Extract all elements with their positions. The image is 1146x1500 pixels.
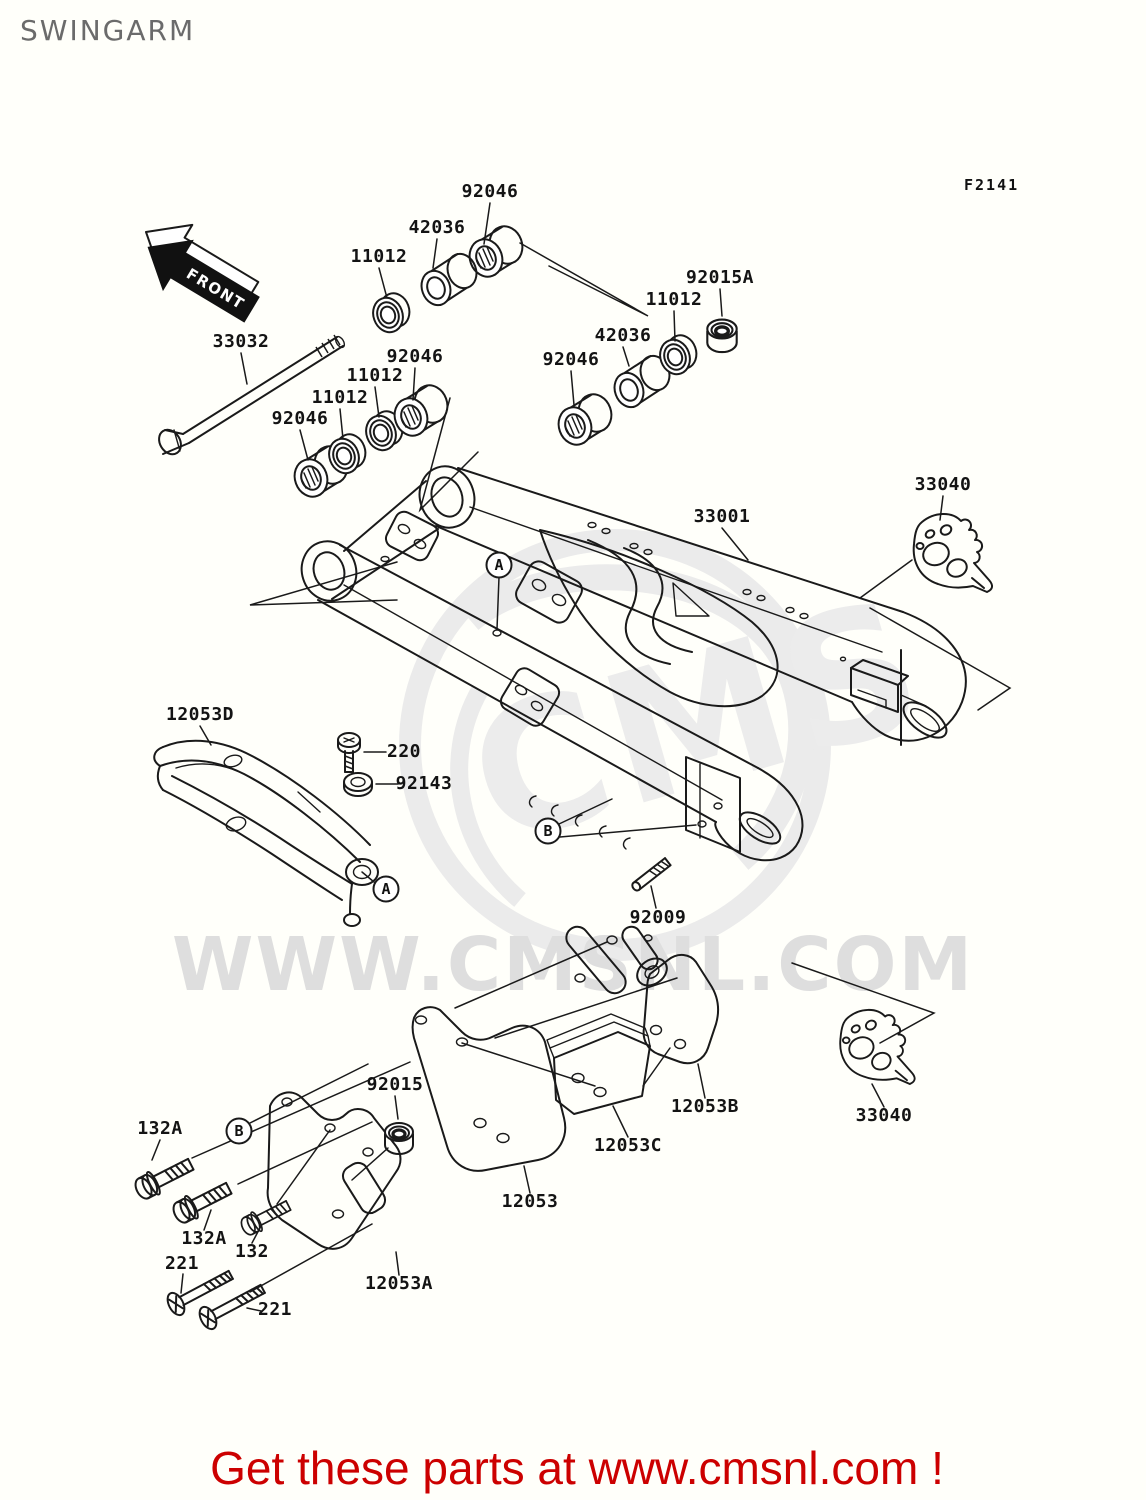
part-label-221[interactable]: 221 — [165, 1253, 199, 1274]
part-label-33040[interactable]: 33040 — [915, 474, 972, 495]
part-label-132[interactable]: 132 — [235, 1241, 269, 1262]
part-label-11012[interactable]: 11012 — [347, 365, 404, 386]
part-label-12053C[interactable]: 12053C — [594, 1135, 662, 1156]
watermark-logo-text: CMS — [449, 559, 948, 886]
part-rubber-pad-12053C — [546, 1013, 651, 1115]
part-label-92046[interactable]: 92046 — [387, 346, 444, 367]
leader-lines — [151, 202, 1012, 1312]
front-direction-arrow: FRONT — [145, 223, 260, 323]
svg-text:B: B — [543, 822, 552, 840]
part-label-92015[interactable]: 92015 — [367, 1074, 424, 1095]
part-label-221[interactable]: 221 — [258, 1299, 292, 1320]
part-label-11012[interactable]: 11012 — [312, 387, 369, 408]
part-chain-slider-12053D — [153, 739, 379, 927]
part-seal-11012-top — [367, 288, 415, 338]
part-number-labels: 9204642036110123303292015A11012420369204… — [137, 181, 971, 1320]
part-bolt-132A-2 — [168, 1176, 236, 1228]
part-label-42036[interactable]: 42036 — [595, 325, 652, 346]
part-label-11012[interactable]: 11012 — [646, 289, 703, 310]
part-adjuster-33040-lower — [839, 1008, 916, 1085]
part-guard-plate-12053A — [266, 1091, 402, 1250]
callout-markers: A B A B — [225, 551, 562, 1145]
footer-cmsnl-link[interactable]: Get these parts at www.cmsnl.com ! — [210, 1442, 944, 1494]
part-label-92143[interactable]: 92143 — [396, 773, 453, 794]
part-screw-220 — [337, 732, 361, 773]
part-bearing-92046-left2 — [388, 379, 454, 442]
part-label-12053B[interactable]: 12053B — [671, 1096, 739, 1117]
part-collar-42036-top — [415, 248, 483, 311]
part-bolt-132 — [237, 1195, 295, 1239]
callout-B: B — [225, 1117, 253, 1145]
part-label-12053[interactable]: 12053 — [502, 1191, 559, 1212]
callout-A: A — [485, 551, 513, 579]
part-label-33001[interactable]: 33001 — [694, 506, 751, 527]
part-adjuster-33040-upper — [912, 512, 994, 593]
figure-code: F2141 — [964, 176, 1019, 194]
page-title: SWINGARM — [20, 14, 195, 47]
part-label-92046[interactable]: 92046 — [272, 408, 329, 429]
part-chain-guide-roller — [565, 925, 668, 995]
callout-A: A — [372, 875, 400, 903]
part-pivot-shaft-33032 — [158, 334, 346, 456]
part-label-92046[interactable]: 92046 — [462, 181, 519, 202]
part-nut-92015A — [705, 317, 739, 354]
part-seal-11012-left1 — [323, 429, 371, 479]
svg-text:B: B — [234, 1122, 243, 1140]
part-label-132A[interactable]: 132A — [137, 1118, 182, 1139]
part-label-42036[interactable]: 42036 — [409, 217, 466, 238]
part-bearing-92046-top — [463, 220, 529, 283]
part-label-33032[interactable]: 33032 — [213, 331, 270, 352]
part-bearing-92046-mid — [552, 388, 618, 451]
part-label-92015A[interactable]: 92015A — [686, 267, 754, 288]
part-seal-11012-right — [654, 330, 702, 380]
part-label-132A[interactable]: 132A — [181, 1228, 226, 1249]
watermark-url-text: WWW.CMSNL.COM — [172, 922, 974, 1008]
part-label-33040[interactable]: 33040 — [856, 1105, 913, 1126]
part-washer-92143 — [343, 772, 373, 797]
part-stud-92009 — [631, 857, 672, 892]
svg-text:A: A — [381, 880, 390, 898]
part-label-92046[interactable]: 92046 — [543, 349, 600, 370]
part-label-92009[interactable]: 92009 — [630, 907, 687, 928]
svg-text:A: A — [494, 556, 503, 574]
part-label-220[interactable]: 220 — [387, 741, 421, 762]
part-label-11012[interactable]: 11012 — [351, 246, 408, 267]
callout-B: B — [534, 817, 562, 845]
part-guard-12053B — [642, 954, 719, 1065]
part-label-12053A[interactable]: 12053A — [365, 1273, 433, 1294]
part-label-12053D[interactable]: 12053D — [166, 704, 234, 725]
part-chain-guide-12053 — [411, 1006, 567, 1172]
